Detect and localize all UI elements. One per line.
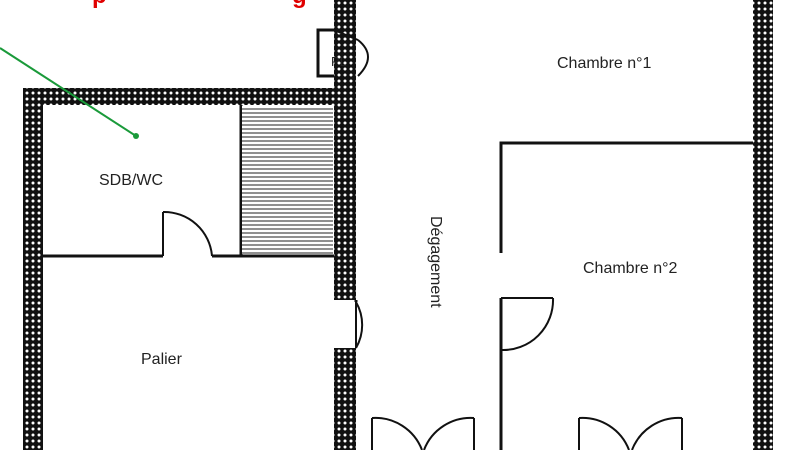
title-fragment-right: g bbox=[292, 0, 307, 9]
staircase bbox=[242, 106, 333, 254]
wall-left bbox=[23, 88, 43, 450]
label-degagement: Dégagement bbox=[427, 216, 444, 308]
annotation-line bbox=[0, 47, 137, 137]
walls bbox=[23, 0, 773, 450]
thin-walls bbox=[43, 28, 753, 450]
wall-top-sdb bbox=[23, 88, 356, 105]
door-gap-palier bbox=[333, 300, 357, 348]
annotation-dot bbox=[133, 133, 139, 139]
title-fragment-left: p bbox=[92, 0, 107, 9]
label-chambre-1: Chambre n°1 bbox=[557, 55, 652, 72]
label-sdb-wc: SDB/WC bbox=[99, 172, 163, 189]
wall-right bbox=[753, 0, 773, 450]
label-palier: Palier bbox=[141, 351, 183, 368]
label-placard: PL bbox=[331, 54, 347, 69]
label-chambre-2: Chambre n°2 bbox=[583, 260, 678, 277]
doors bbox=[162, 29, 683, 450]
